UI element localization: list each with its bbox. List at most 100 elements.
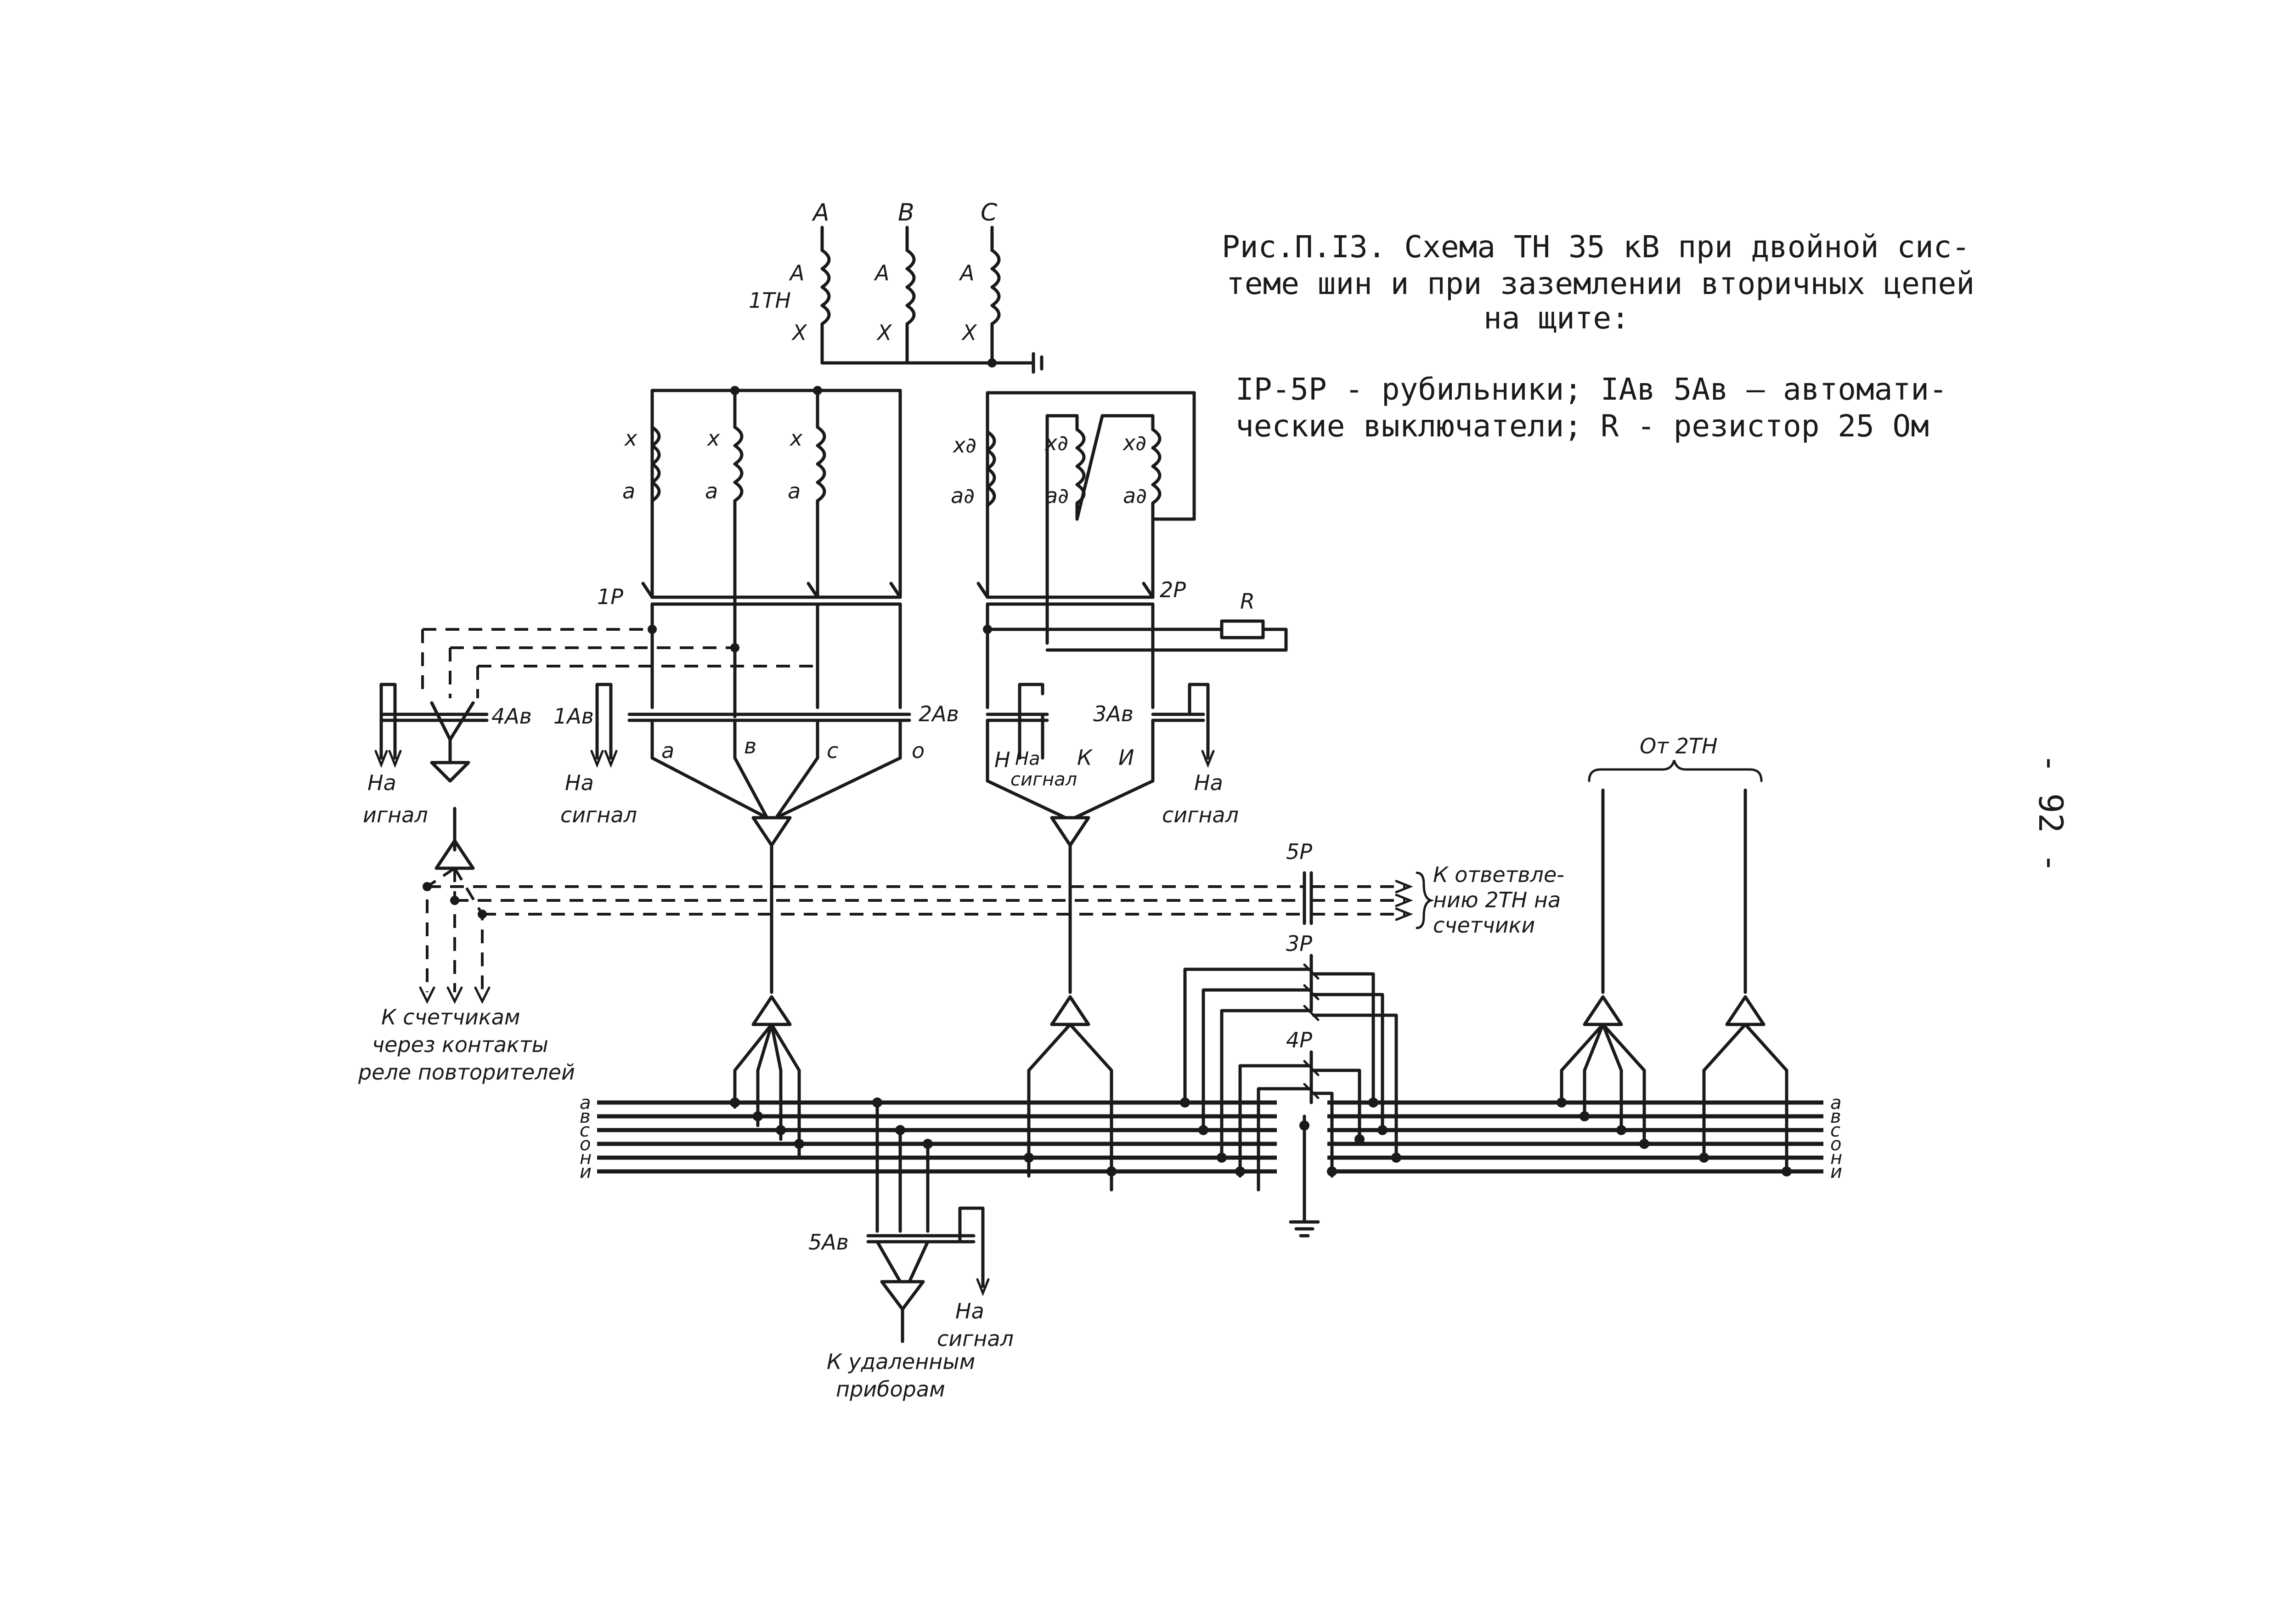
junction [1699,1153,1709,1163]
switch-blade [889,582,902,599]
switch-blade [807,582,819,599]
na-signal-1av-1: На [565,770,594,795]
delta-terminal-x1: x∂ [952,433,976,458]
star-label-c: с [827,738,838,763]
phase-label-b: B [898,199,914,226]
na-signal-3av-2: сигнал [1162,803,1239,827]
sec-terminal-a1: a [622,479,635,503]
switch-5p[interactable]: 5Р К ответвле- нию 2ТН на счетчики [1286,839,1564,938]
junction [895,1125,905,1135]
breaker-5av-label: 5Ав [808,1230,849,1255]
resistor-label: R [1240,589,1255,614]
to-branch-1: К ответвле- [1433,862,1564,887]
na-signal-1av-2: сигнал [560,803,637,827]
junction [1391,1153,1401,1163]
na-signal-5av-2: сигнал [937,1326,1014,1351]
caption-line-3: на щите: [1484,300,1630,336]
switch-blades [1303,963,1320,1099]
switch-blade [1142,582,1155,599]
phase-label-c: C [981,199,998,226]
to-meters-1: К счетчикам [381,1005,520,1029]
transformer-1-label: 1ТН [749,288,791,313]
caption-line-2: теме шин и при заземлении вторичных цепе… [1226,266,1974,301]
delta-label-k: К [1077,745,1093,770]
junction [794,1139,804,1149]
junction [1557,1097,1567,1108]
junction [753,1111,763,1121]
bus-label-right-b: в [1830,1106,1841,1127]
transformer-2-label: От 2ТН [1640,734,1718,758]
switch-blade [976,582,989,599]
star-label-a: а [661,738,674,763]
delta-na-2: сигнал [1010,769,1077,790]
na-signal-left-2: игнал [363,803,428,827]
primary-terminal-a-upper: A [789,260,804,285]
breaker-signal-contact [958,1206,985,1288]
switch-4p-label: 4Р [1286,1028,1312,1052]
star-label-b: в [744,734,756,758]
phase-label-a: A [812,199,829,226]
sec-terminal-x3: x [789,426,803,451]
junction [730,386,739,395]
na-signal-3av-1: На [1194,770,1223,795]
delta-terminal-x2: x∂ [1044,430,1068,455]
junction [776,1125,786,1135]
bus-label-left-i: и [580,1161,592,1182]
delta-na-1: На [1015,748,1040,769]
to-remote-2: приборам [836,1377,945,1402]
4p-wires-out [1312,1069,1361,1178]
resistor-r: R [1220,589,1265,639]
junction [730,1097,740,1108]
delta-coil-2-3 [1045,414,1196,521]
primary-coil-c [990,249,1001,365]
primary-winding-group: A B C A A A X X X 1ТН [749,199,1044,374]
junction [1106,1166,1117,1176]
switch-2p-label: 2Р [1160,577,1186,602]
sec-terminal-x1: x [624,426,637,451]
arrow-right-icon [1395,880,1413,921]
bundle-triangle [1583,995,1623,1026]
junction [1198,1125,1208,1135]
arrow-down-icon [1201,750,1215,768]
to-branch-3: счетчики [1433,913,1535,938]
bus-label-left-o: о [580,1134,591,1155]
primary-terminal-a-lower: X [791,320,807,345]
secondary-coil-c [816,389,826,599]
meter-bundle: К счетчикам через контакты реле повторит… [358,807,1304,1085]
breaker-4av-label: 4Ав [491,704,532,729]
star-label-o: о [912,738,925,763]
secondary-star-windings: x x x a a a [622,386,902,650]
to-remote-1: К удаленным [827,1349,975,1374]
junction [1235,1166,1245,1176]
star-fan-out [733,1023,801,1159]
junction [1217,1153,1227,1163]
junction [648,625,657,634]
switch-3p-4p[interactable]: 3Р 4Р [1183,931,1398,1192]
3p-wires-in [1183,967,1311,1159]
brace-icon [1588,760,1763,782]
dashed-control-lines [421,628,818,698]
bus-label-right-a: а [1830,1092,1842,1114]
switch-1p[interactable]: 1Р [597,582,902,718]
primary-terminal-c-lower: X [961,320,977,345]
bus-label-right-n: н [1830,1148,1842,1169]
primary-terminal-b-upper: A [874,260,889,285]
brace-icon [1416,871,1434,929]
to-branch-2: нию 2ТН на [1433,888,1561,912]
primary-terminal-c-upper: A [959,260,974,285]
resistor-body [1220,619,1265,639]
star-bundle-delta: Н К И На сигнал [986,718,1155,1192]
switch-2p[interactable]: 2Р [976,577,1288,709]
junction [1354,1134,1365,1144]
sec-terminal-a3: a [788,479,801,503]
breaker-signal-contact [379,683,397,760]
breaker-1av-label: 1Ав [553,704,594,729]
bundle-triangle [1050,995,1090,1026]
bus-label-left-b: в [580,1106,591,1127]
secondary-coil-a [650,425,661,503]
breaker-5av-group[interactable]: 5Ав На сигнал К удаленным приборам [808,1097,1014,1402]
arrow-down-icon [976,1278,990,1296]
junction [1580,1111,1590,1121]
bus-label-left-c: с [580,1120,590,1141]
